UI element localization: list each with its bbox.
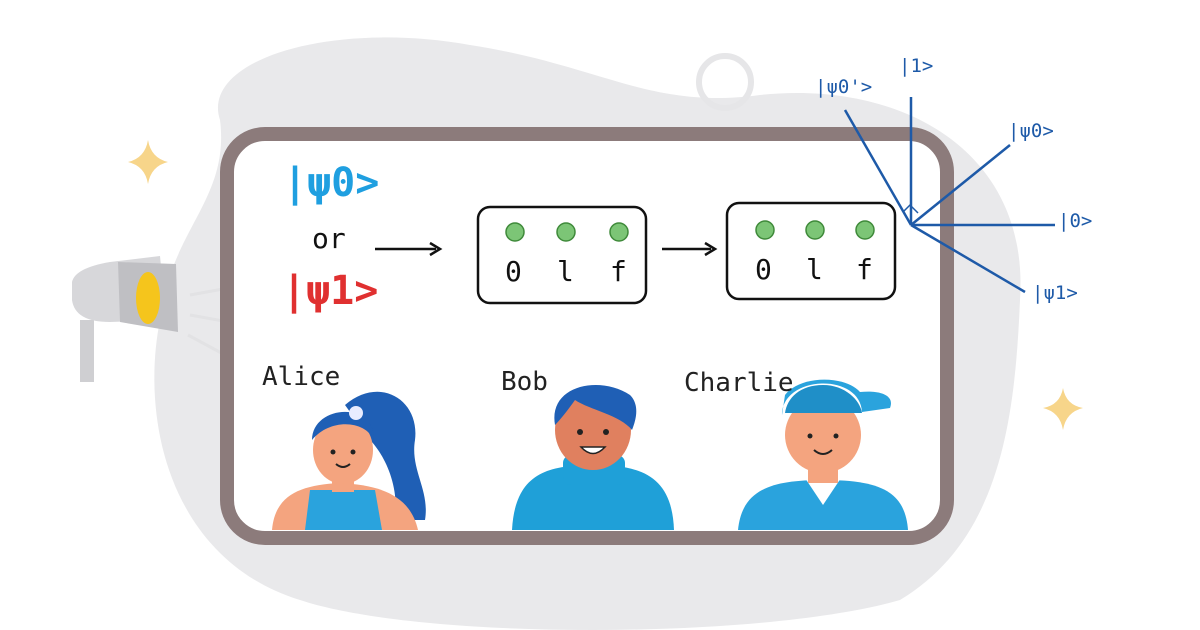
bob-figure: [512, 385, 674, 530]
axis-label-psi1: |ψ1>: [1032, 282, 1078, 304]
axis-label-one: |1>: [899, 55, 934, 77]
led-indicator: [505, 222, 525, 242]
axis-label-psi0-prime: |ψ0'>: [815, 76, 873, 98]
axis-label-zero: |0>: [1058, 210, 1093, 232]
alice-figure: [272, 391, 426, 530]
box1-label-2: f: [610, 255, 627, 288]
psi0-label: |ψ0>: [283, 160, 380, 206]
box2-label-0: 0: [755, 253, 772, 286]
box2-label-2: f: [856, 253, 873, 286]
box1-label-0: 0: [505, 255, 522, 288]
charlie-figure: [738, 379, 908, 530]
bob-name: Bob: [501, 367, 548, 397]
led-indicator: [556, 222, 576, 242]
led-indicator: [805, 220, 825, 240]
decor-ring: [696, 53, 754, 111]
alice-name: Alice: [262, 362, 341, 392]
sparkle-icon: [128, 140, 168, 184]
or-label: or: [312, 222, 346, 255]
box1-label-1: l: [557, 255, 574, 288]
psi1-label: |ψ1>: [282, 268, 379, 314]
device-box: [476, 205, 648, 305]
arrow-right-icon: [662, 241, 718, 257]
device-box: [725, 201, 897, 301]
arrow-right-icon: [375, 241, 443, 257]
axis-label-psi0: |ψ0>: [1008, 120, 1054, 142]
state-axes-diagram: [843, 97, 1055, 294]
led-indicator: [609, 222, 629, 242]
box2-label-1: l: [806, 253, 823, 286]
led-indicator: [855, 220, 875, 240]
sparkle-icon: [1043, 388, 1083, 430]
led-indicator: [755, 220, 775, 240]
charlie-name: Charlie: [684, 368, 794, 398]
